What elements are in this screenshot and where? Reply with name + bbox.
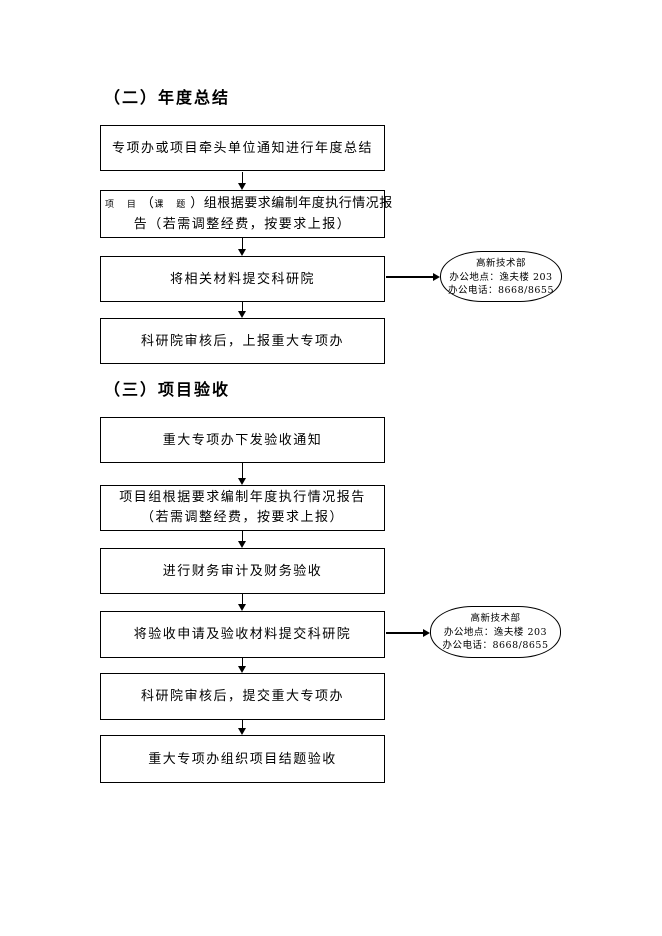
- flow-step-line1: 项目组根据要求编制年度执行情况报告: [119, 490, 366, 505]
- arrow-down-icon: [238, 720, 247, 735]
- callout-address: 办公地点：逸夫楼 203: [449, 271, 553, 283]
- flow-step-text: ）组根据要求编制年度执行情况报: [190, 196, 393, 211]
- flow-step-acceptance-notice: 重大专项办下发验收通知: [100, 417, 385, 463]
- flow-step-line2: （若需调整经费，按要求上报）: [140, 510, 344, 525]
- flow-step-submit-materials: 将相关材料提交科研院: [100, 256, 385, 302]
- arrow-down-icon: [238, 531, 247, 548]
- arrow-line: [241, 720, 244, 729]
- arrow-line: [241, 531, 244, 542]
- callout-department: 高新技术部: [470, 613, 521, 624]
- flow-step-annual-notice: 专项办或项目牵头单位通知进行年度总结: [100, 125, 385, 171]
- flow-step-label: 科研院审核后，上报重大专项办: [140, 333, 344, 349]
- flow-step-final-acceptance: 重大专项办组织项目结题验收: [100, 735, 385, 783]
- flow-step-line1: 项 目（课 题）组根据要求编制年度执行情况报: [101, 194, 392, 215]
- arrow-head: [238, 666, 246, 673]
- arrow-line: [241, 463, 244, 479]
- arrow-line: [241, 172, 244, 184]
- arrow-right-icon: [386, 272, 440, 282]
- arrow-down-icon: [238, 238, 247, 256]
- callout-phone: 办公电话：8668/8655: [442, 640, 549, 651]
- flow-step-label: 重大专项办组织项目结题验收: [148, 751, 337, 767]
- arrow-head: [238, 728, 246, 735]
- arrow-line: [386, 632, 424, 634]
- arrow-down-icon: [238, 594, 247, 611]
- flow-step-label: 进行财务审计及财务验收: [162, 563, 323, 579]
- flow-step-review-submit: 科研院审核后，提交重大专项办: [100, 673, 385, 720]
- arrow-head: [238, 541, 246, 548]
- flow-step-small-text: 项 目: [105, 200, 141, 210]
- flow-step-review-report: 科研院审核后，上报重大专项办: [100, 318, 385, 364]
- arrow-down-icon: [238, 172, 247, 190]
- arrow-line: [241, 302, 244, 312]
- flow-step-annual-report: 项 目（课 题）组根据要求编制年度执行情况报 告（若需调整经费，按要求上报）: [100, 190, 392, 238]
- flow-step-acceptance-report: 项目组根据要求编制年度执行情况报告 （若需调整经费，按要求上报）: [100, 485, 385, 531]
- callout-contact-info: 高新技术部 办公地点：逸夫楼 203 办公电话：8668/8655: [440, 251, 562, 302]
- flow-step-small-text: 课 题: [154, 200, 191, 210]
- callout-contact-info: 高新技术部 办公地点：逸夫楼 203 办公电话：8668/8655: [430, 606, 561, 658]
- arrow-head: [238, 311, 246, 318]
- arrow-down-icon: [238, 463, 247, 485]
- arrow-head: [423, 628, 430, 637]
- flow-step-label: 重大专项办下发验收通知: [162, 432, 323, 448]
- arrow-line: [241, 594, 244, 605]
- arrow-right-icon: [386, 628, 430, 638]
- flow-step-submit-acceptance-materials: 将验收申请及验收材料提交科研院: [100, 611, 385, 658]
- arrow-line: [386, 276, 434, 278]
- arrow-head: [433, 272, 440, 281]
- arrow-head: [238, 604, 246, 611]
- arrow-line: [241, 238, 244, 250]
- arrow-down-icon: [238, 302, 247, 318]
- callout-phone: 办公电话：8668/8655: [447, 285, 555, 296]
- arrow-head: [238, 249, 246, 256]
- callout-address: 办公地点：逸夫楼 203: [443, 626, 548, 638]
- section-heading-annual-summary: （二）年度总结: [104, 88, 231, 107]
- arrow-line: [241, 658, 244, 667]
- flow-step-label: 科研院审核后，提交重大专项办: [140, 689, 344, 704]
- flow-step-paren: （: [140, 196, 155, 211]
- arrow-head: [238, 183, 246, 190]
- callout-department: 高新技术部: [475, 258, 526, 269]
- flow-step-line2: 告（若需调整经费，按要求上报）: [133, 217, 352, 232]
- flow-step-label: 将相关材料提交科研院: [169, 271, 315, 287]
- arrow-head: [238, 478, 246, 485]
- flow-step-financial-audit: 进行财务审计及财务验收: [100, 548, 385, 594]
- arrow-down-icon: [238, 658, 247, 673]
- flow-step-label: 专项办或项目牵头单位通知进行年度总结: [111, 140, 373, 156]
- flow-step-label: 将验收申请及验收材料提交科研院: [133, 627, 352, 642]
- section-heading-project-acceptance: （三）项目验收: [104, 380, 231, 399]
